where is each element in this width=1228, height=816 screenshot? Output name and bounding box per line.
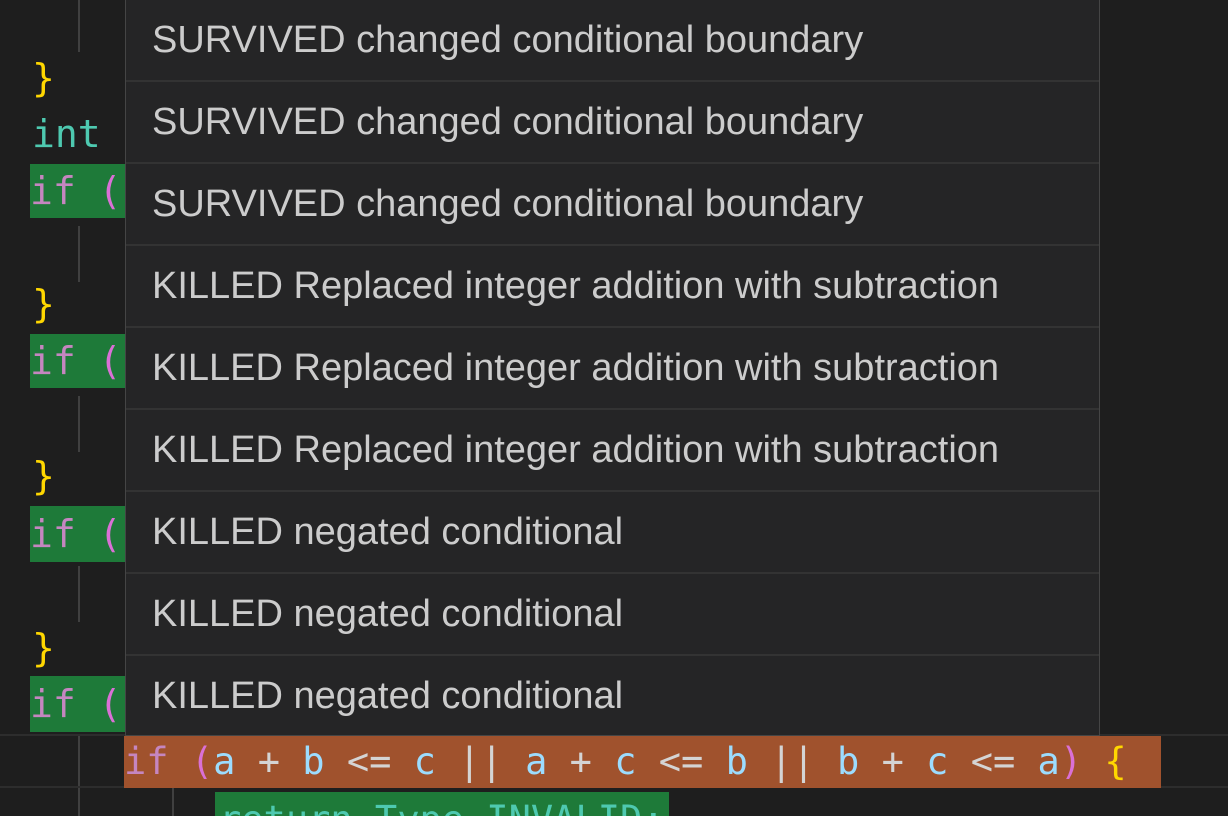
identifier: a [525, 740, 548, 783]
identifier: b [837, 740, 860, 783]
open-paren: ( [190, 740, 214, 783]
code-line-brace: } [32, 282, 55, 326]
operator: <= [970, 740, 1016, 783]
code-line-if-highlighted[interactable]: if ( [30, 334, 130, 388]
hover-item-killed[interactable]: KILLED Replaced integer addition with su… [126, 410, 1099, 492]
code-line-brace: } [32, 626, 55, 670]
mutation-hover-popup[interactable]: SURVIVED changed conditional boundary SU… [125, 0, 1100, 736]
code-line-brace: } [32, 56, 55, 100]
identifier: b [725, 740, 748, 783]
hover-item-killed[interactable]: KILLED Replaced integer addition with su… [126, 246, 1099, 328]
identifier: a [213, 740, 236, 783]
return-statement: return Type.INVALID; [219, 798, 665, 816]
hover-item-killed[interactable]: KILLED negated conditional [152, 675, 624, 717]
operator: || [458, 740, 503, 783]
code-line-if-highlighted[interactable]: if ( [30, 164, 130, 218]
identifier: a [1037, 740, 1060, 783]
operator: + [257, 740, 280, 783]
hover-item-survived[interactable]: SURVIVED changed conditional boundary [126, 82, 1099, 164]
identifier: b [302, 740, 325, 783]
operator: <= [658, 740, 704, 783]
indent-guide [78, 396, 80, 452]
code-line-int: int [32, 112, 101, 156]
open-brace: { [1104, 740, 1127, 783]
operator: + [569, 740, 592, 783]
hover-item-killed[interactable]: KILLED negated conditional [126, 574, 1099, 656]
operator: <= [346, 740, 392, 783]
hover-item-survived[interactable]: SURVIVED changed conditional boundary [126, 0, 1099, 82]
code-line-mutated-condition[interactable]: if (a + b <= c || a + c <= b || b + c <=… [124, 736, 1161, 788]
operator: || [770, 740, 815, 783]
indent-guide [78, 566, 80, 622]
identifier: c [413, 740, 436, 783]
identifier: c [926, 740, 949, 783]
indent-guide [78, 0, 80, 52]
close-paren: ) [1059, 740, 1083, 783]
hover-item-survived[interactable]: SURVIVED changed conditional boundary [126, 164, 1099, 246]
indent-guide [78, 736, 80, 816]
code-line-if-highlighted[interactable]: if ( [30, 506, 130, 562]
code-line-if-highlighted[interactable]: if ( [30, 676, 130, 732]
operator: + [881, 740, 904, 783]
code-line-brace: } [32, 454, 55, 498]
code-line-return[interactable]: return Type.INVALID; [215, 792, 669, 816]
hover-item-killed[interactable]: KILLED Replaced integer addition with su… [126, 328, 1099, 410]
keyword-if: if [124, 740, 169, 783]
identifier: c [614, 740, 637, 783]
hover-item-killed[interactable]: KILLED negated conditional [126, 492, 1099, 574]
indent-guide [78, 226, 80, 282]
indent-guide [172, 788, 174, 816]
